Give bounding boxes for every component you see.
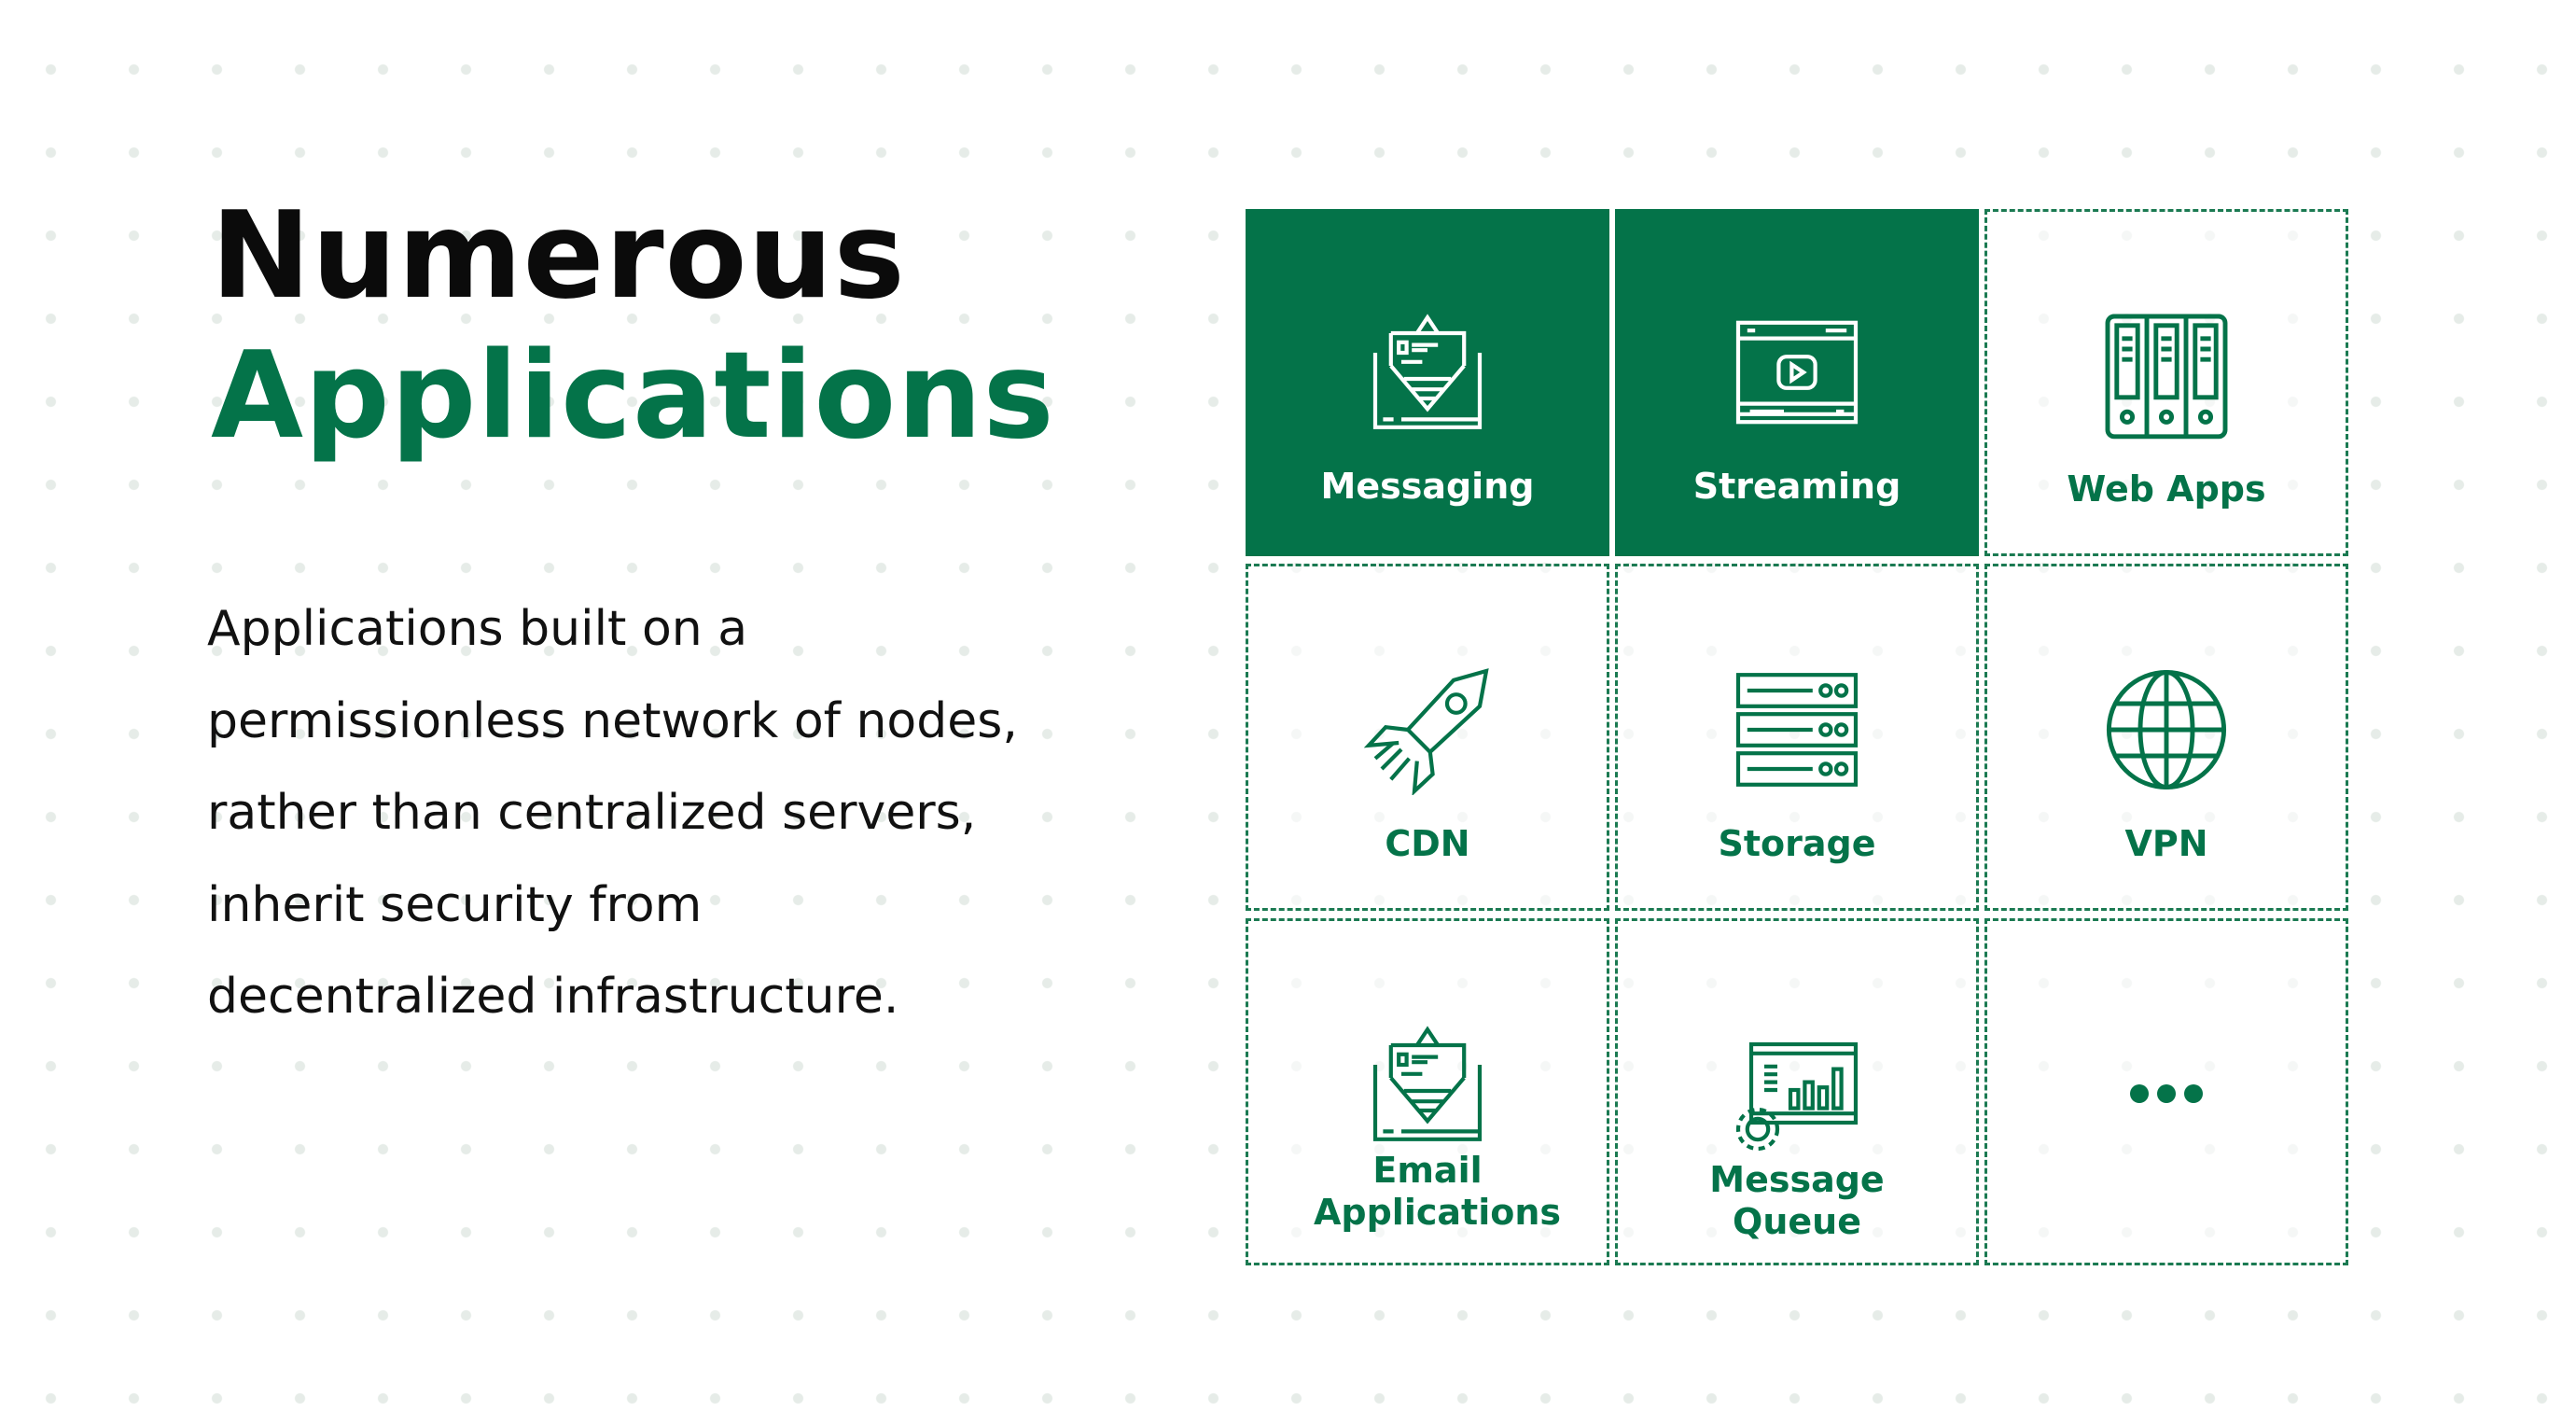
- envelope-letter-icon: [1362, 1019, 1493, 1150]
- tile-web-apps: Web Apps: [1984, 209, 2348, 556]
- storage-stack-icon: [1732, 664, 1862, 795]
- tile-streaming: Streaming: [1615, 209, 1979, 556]
- more-dots-icon: [2130, 1084, 2203, 1103]
- tile-storage: Storage: [1615, 564, 1979, 911]
- tile-email-applications: Email Applications: [1246, 918, 1609, 1265]
- rocket-icon: [1362, 664, 1493, 797]
- video-player-icon: [1732, 307, 1862, 438]
- tile-label: Storage: [1718, 823, 1876, 864]
- tile-more: [1984, 918, 2348, 1265]
- tile-label: Message Queue: [1709, 1159, 1885, 1242]
- tile-label: Streaming: [1692, 466, 1901, 507]
- globe-icon: [2101, 664, 2232, 795]
- envelope-letter-icon: [1362, 307, 1493, 438]
- tile-label: Web Apps: [2067, 468, 2266, 510]
- tile-label: Email Applications: [1314, 1150, 1561, 1233]
- heading-line1: Numerous: [211, 187, 906, 326]
- tile-messaging: Messaging: [1246, 209, 1609, 556]
- tile-label: Messaging: [1320, 466, 1535, 507]
- tile-message-queue: Message Queue: [1615, 918, 1979, 1265]
- tile-cdn: CDN: [1246, 564, 1609, 911]
- applications-grid: Messaging Streaming Web Apps CDN Storage…: [1246, 209, 2348, 1265]
- tile-label: CDN: [1385, 823, 1470, 864]
- dashboard-gear-icon: [1732, 1038, 1862, 1168]
- tile-vpn: VPN: [1984, 564, 2348, 911]
- description: Applications built on a permissionless n…: [207, 601, 1018, 1025]
- tile-label: VPN: [2124, 823, 2208, 864]
- page-heading: Numerous Applications: [211, 187, 1055, 467]
- heading-line2: Applications: [211, 327, 1055, 466]
- server-racks-icon: [2101, 310, 2232, 440]
